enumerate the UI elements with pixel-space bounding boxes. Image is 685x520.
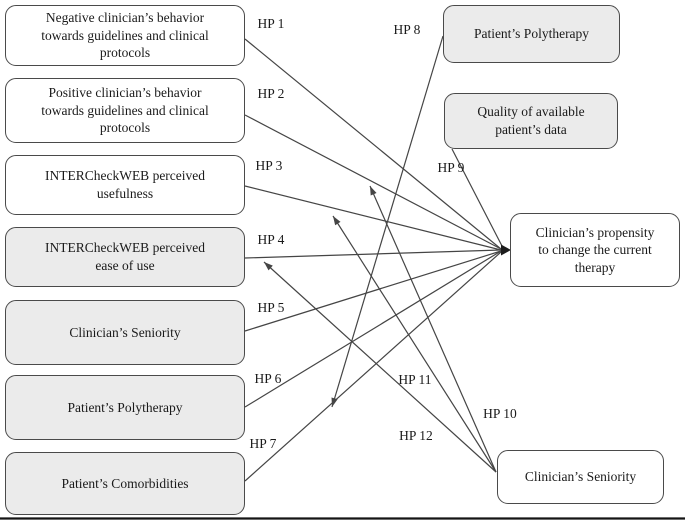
- edge-hp6: [244, 250, 502, 408]
- hp-label-hp7: HP 7: [249, 436, 277, 451]
- node-clinician-seniority-left: Clinician’s Seniority: [5, 300, 245, 365]
- edge-hp2: [244, 114, 502, 250]
- edge-hp3: [244, 185, 502, 251]
- propensity-arrowhead: [501, 244, 511, 256]
- node-label-clinician-seniority-right: Clinician’s Seniority: [524, 469, 637, 485]
- edge-hp5: [244, 250, 502, 332]
- hp-label-hp1: HP 1: [257, 16, 285, 31]
- hp-label-hp4: HP 4: [257, 232, 285, 247]
- hp-label-hp6: HP 6: [254, 371, 282, 386]
- node-label-perceived-usefulness: INTERCheckWEB perceived usefulness: [44, 168, 206, 201]
- node-label-patient-comorbidities: Patient’s Comorbidities: [61, 475, 189, 491]
- edge-hp11: [332, 215, 497, 473]
- edge-hp7: [244, 251, 502, 482]
- hp-label-hp12: HP 12: [399, 428, 433, 443]
- edge-hp4: [244, 249, 502, 259]
- node-label-perceived-ease-of-use: INTERCheckWEB perceived ease of use: [44, 240, 206, 273]
- node-positive-behavior: Positive clinician’s behavior towards gu…: [5, 78, 245, 143]
- node-label-propensity-to-change: Clinician’s propensity to change the cur…: [535, 224, 655, 275]
- edge-hp8-arrowhead: [331, 397, 338, 407]
- hp-label-hp10: HP 10: [483, 406, 517, 421]
- node-negative-behavior: Negative clinician’s behavior towards gu…: [5, 5, 245, 66]
- node-perceived-ease-of-use: INTERCheckWEB perceived ease of use: [5, 227, 245, 287]
- node-clinician-seniority-right: Clinician’s Seniority: [497, 450, 664, 504]
- node-label-negative-behavior: Negative clinician’s behavior towards gu…: [41, 10, 209, 61]
- hp-label-hp2: HP 2: [257, 86, 285, 101]
- node-label-patient-polytherapy-right: Patient’s Polytherapy: [473, 26, 590, 42]
- edge-hp9: [451, 148, 503, 247]
- edge-hp8: [331, 35, 444, 408]
- node-data-quality: Quality of available patient’s data: [444, 93, 618, 149]
- node-patient-polytherapy-left: Patient’s Polytherapy: [5, 375, 245, 440]
- edge-hp12-arrowhead: [264, 262, 273, 271]
- hp-label-hp11: HP 11: [398, 372, 432, 387]
- edge-hp10-arrowhead: [370, 186, 377, 196]
- hp-label-hp9: HP 9: [437, 160, 465, 175]
- node-label-data-quality: Quality of available patient’s data: [477, 104, 585, 137]
- node-patient-comorbidities: Patient’s Comorbidities: [5, 452, 245, 515]
- hp-label-hp5: HP 5: [257, 300, 285, 315]
- edge-hp11-arrowhead: [333, 216, 341, 226]
- edge-hp10: [369, 185, 497, 473]
- edge-hp12: [263, 261, 497, 473]
- edge-hp1: [244, 38, 502, 250]
- node-perceived-usefulness: INTERCheckWEB perceived usefulness: [5, 155, 245, 215]
- node-label-clinician-seniority-left: Clinician’s Seniority: [69, 324, 181, 340]
- node-label-positive-behavior: Positive clinician’s behavior towards gu…: [41, 85, 209, 136]
- node-label-patient-polytherapy-left: Patient’s Polytherapy: [67, 399, 183, 415]
- hp-label-hp8: HP 8: [393, 22, 421, 37]
- hp-label-hp3: HP 3: [255, 158, 283, 173]
- node-patient-polytherapy-right: Patient’s Polytherapy: [443, 5, 620, 63]
- node-propensity-to-change: Clinician’s propensity to change the cur…: [510, 213, 680, 287]
